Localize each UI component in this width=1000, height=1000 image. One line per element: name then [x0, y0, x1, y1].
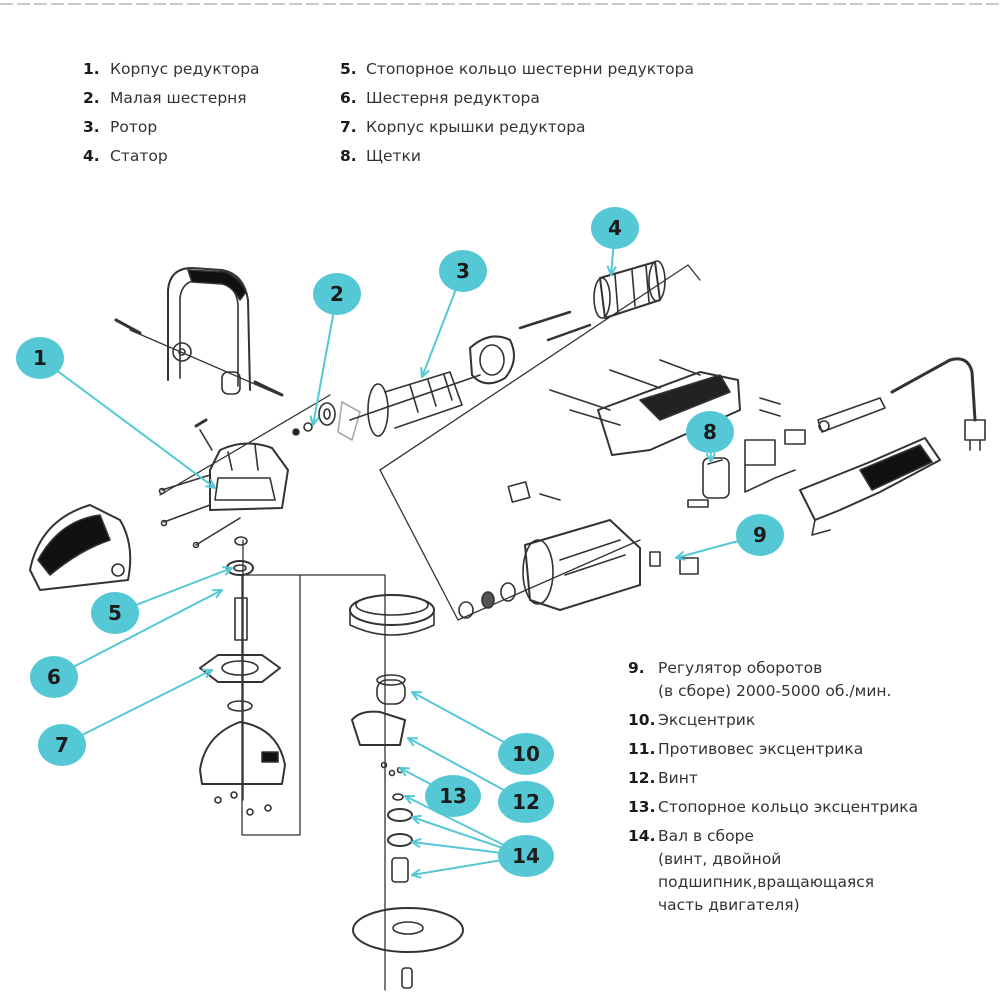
legend-text: Регулятор оборотов (в сборе) 2000-5000 о…: [658, 659, 892, 700]
guide-line-gear-column: [241, 574, 386, 991]
legend-text: Малая шестерня: [110, 89, 247, 107]
power-cord-part: [890, 357, 986, 451]
arrowhead-icon: [212, 589, 223, 599]
legend-text: Щетки: [366, 147, 421, 165]
legend-number: 14.: [628, 827, 656, 845]
small-gear-part: [292, 401, 361, 441]
legend-text: Корпус редуктора: [110, 60, 260, 78]
switch-part: [744, 397, 886, 493]
legend-text: Корпус крышки редуктора: [366, 118, 586, 136]
legend-number: 3.: [83, 118, 100, 136]
legend-item: 3. Ротор: [83, 113, 260, 142]
legend-number: 9.: [628, 659, 645, 677]
arrowhead-icon: [411, 838, 422, 848]
legend-column-2: 5. Стопорное кольцо шестерни редуктора 6.…: [340, 55, 694, 171]
legend-item: 1. Корпус редуктора: [83, 55, 260, 84]
callout-badge-8: 8: [686, 411, 734, 453]
legend-text: Шестерня редуктора: [366, 89, 540, 107]
legend-number: 11.: [628, 740, 656, 758]
callout-leader-line-6: [53, 589, 223, 678]
callout-badge-3: 3: [439, 250, 487, 292]
arrowhead-icon: [309, 415, 320, 426]
legend-text: Стопорное кольцо шестерни редуктора: [366, 60, 694, 78]
legend-number: 1.: [83, 60, 100, 78]
legend-number: 4.: [83, 147, 100, 165]
legend-item: 2. Малая шестерня: [83, 84, 260, 113]
rear-housing-part: [549, 359, 741, 456]
legend-item: 13.Стопорное кольцо эксцентрика: [628, 796, 918, 819]
callout-badge-9: 9: [736, 514, 784, 556]
assembly-guide-lines: [129, 264, 701, 991]
legend-number: 13.: [628, 798, 656, 816]
legend-item: 8. Щетки: [340, 142, 694, 171]
arrowhead-icon: [675, 551, 686, 561]
legend-text: Винт: [658, 769, 698, 787]
legend-text: Эксцентрик: [658, 711, 756, 729]
legend-text: Ротор: [110, 118, 158, 136]
brushes-part: [687, 457, 730, 508]
legend-item: 9. Регулятор оборотов (в сборе) 2000-5000…: [628, 657, 918, 703]
legend-column-3: 9. Регулятор оборотов (в сборе) 2000-5000…: [628, 657, 918, 923]
callout-badge-2: 2: [313, 273, 361, 315]
arrowhead-icon: [404, 795, 415, 805]
callout-badge-4: 4: [591, 207, 639, 249]
arrowhead-icon: [399, 767, 410, 777]
legend-number: 2.: [83, 89, 100, 107]
guide-line-rotor-stator: [379, 264, 701, 471]
arrowhead-icon: [202, 669, 213, 679]
stator-part: [518, 260, 666, 342]
legend-text: Вал в сборе (винт, двойной подшипник,вра…: [658, 827, 875, 914]
legend-item: 14.Вал в сборе (винт, двойной подшипник,…: [628, 825, 918, 917]
callout-badge-14: 14: [498, 835, 554, 877]
callout-badge-1: 1: [16, 337, 64, 379]
callout-badge-6: 6: [30, 656, 78, 698]
guide-line-front-axis: [159, 394, 331, 496]
legend-text: Статор: [110, 147, 168, 165]
gear-housing-part: [158, 418, 289, 549]
legend-item: 7. Корпус крышки редуктора: [340, 113, 694, 142]
legend-number: 12.: [628, 769, 656, 787]
motor-housing-part: [458, 481, 699, 619]
arrowhead-icon: [606, 265, 617, 276]
callout-leader-line-1: [39, 357, 216, 489]
top-dashed-border: [0, 3, 1000, 5]
side-handle-part: [29, 504, 132, 591]
rotor-part: [349, 335, 515, 437]
arrowhead-icon: [411, 814, 422, 825]
callout-badge-13: 13: [425, 775, 481, 817]
callout-leader-line-7: [61, 669, 213, 746]
legend-number: 8.: [340, 147, 357, 165]
legend-text: Стопорное кольцо эксцентрика: [658, 798, 919, 816]
legend-item: 11.Противовес эксцентрика: [628, 738, 918, 761]
legend-number: 10.: [628, 711, 656, 729]
guide-line-motor-housing: [379, 469, 641, 621]
legend-item: 10.Эксцентрик: [628, 709, 918, 732]
loop-handle-part: [114, 267, 284, 397]
legend-text: Противовес эксцентрика: [658, 740, 864, 758]
legend-item: 6. Шестерня редуктора: [340, 84, 694, 113]
callout-badge-7: 7: [38, 724, 86, 766]
arrowhead-icon: [205, 479, 216, 489]
legend-item: 4. Статор: [83, 142, 260, 171]
arrowhead-icon: [407, 737, 418, 747]
eccentric-stack: [349, 594, 464, 989]
arrowhead-icon: [420, 367, 430, 378]
gear-cover-stack: [199, 536, 286, 816]
callout-badge-5: 5: [91, 592, 139, 634]
legend-number: 7.: [340, 118, 357, 136]
arrowhead-icon: [411, 868, 422, 879]
arrowhead-icon: [705, 452, 716, 463]
callout-badge-10: 10: [498, 733, 554, 775]
legend-number: 6.: [340, 89, 357, 107]
callout-badge-12: 12: [498, 781, 554, 823]
arrowhead-icon: [411, 691, 422, 701]
legend-column-1: 1. Корпус редуктора 2. Малая шестерня 3. Ро…: [83, 55, 260, 171]
legend-item: 5. Стопорное кольцо шестерни редуктора: [340, 55, 694, 84]
legend-item: 12.Винт: [628, 767, 918, 790]
guide-line-handle-bolt: [129, 329, 281, 396]
callout-leader-line-2: [312, 293, 338, 426]
legend-number: 5.: [340, 60, 357, 78]
rear-handle-part: [799, 437, 941, 536]
arrowhead-icon: [222, 566, 233, 576]
